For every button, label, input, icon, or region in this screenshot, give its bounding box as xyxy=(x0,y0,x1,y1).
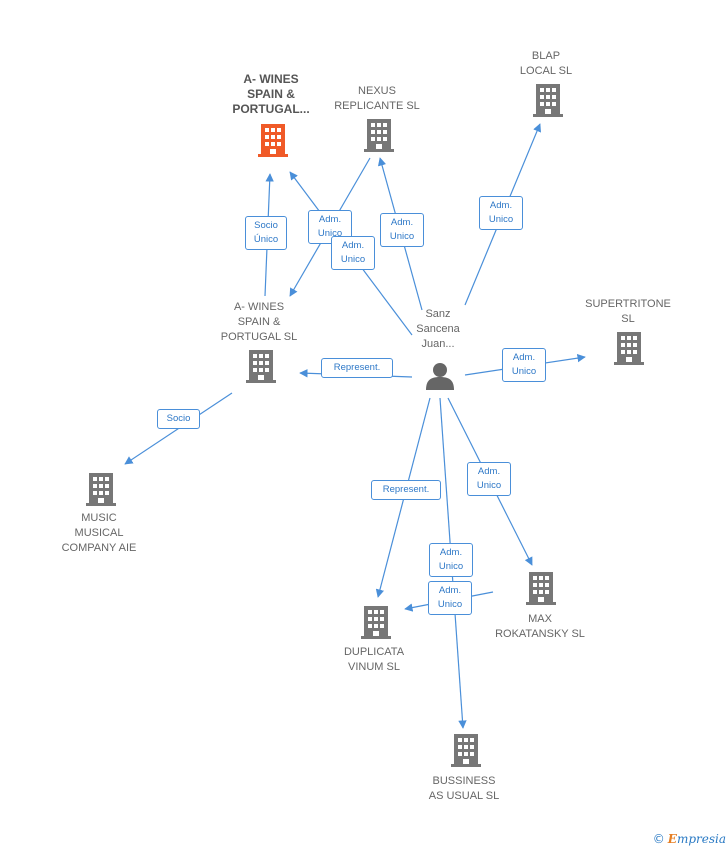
edge-label-socio-unico[interactable]: Socio Único xyxy=(245,216,287,250)
node-label-nexus[interactable]: NEXUS REPLICANTE SL xyxy=(334,85,420,112)
edge-label-adm-2[interactable]: Adm. Unico xyxy=(331,236,375,270)
building-icon-supertritone[interactable] xyxy=(614,332,644,365)
node-label-max[interactable]: MAX ROKATANSKY SL xyxy=(495,613,585,640)
edge-label-adm-supertritone[interactable]: Adm. Unico xyxy=(502,348,546,382)
node-label-bussiness[interactable]: BUSSINESS AS USUAL SL xyxy=(428,775,500,802)
building-icon-awines-sl[interactable] xyxy=(246,350,276,383)
building-icon-awines-main[interactable] xyxy=(258,124,288,157)
copyright-symbol: © xyxy=(652,832,665,846)
node-label-awines-main[interactable]: A- WINES SPAIN & PORTUGAL... xyxy=(232,72,310,116)
brand-name: mpresia xyxy=(676,832,726,846)
empresia-logo[interactable]: ©Empresia xyxy=(653,832,726,846)
edge-label-adm-nexus[interactable]: Adm. Unico xyxy=(380,213,424,247)
building-icon-nexus[interactable] xyxy=(364,119,394,152)
node-label-music[interactable]: MUSIC MUSICAL COMPANY AIE xyxy=(61,512,137,554)
building-icon-max[interactable] xyxy=(526,572,556,605)
edge-label-represent-duplicata[interactable]: Represent. xyxy=(371,480,441,500)
brand-initial: E xyxy=(667,832,677,846)
edge-label-adm-max[interactable]: Adm. Unico xyxy=(467,462,511,496)
building-icon-music[interactable] xyxy=(86,473,116,506)
node-label-blap[interactable]: BLAP LOCAL SL xyxy=(519,50,573,77)
node-label-person[interactable]: Sanz Sancena Juan... xyxy=(416,308,460,350)
node-label-supertritone[interactable]: SUPERTRITONE SL xyxy=(585,298,671,325)
edge-label-adm-bussiness[interactable]: Adm. Unico xyxy=(429,543,473,577)
node-label-duplicata[interactable]: DUPLICATA VINUM SL xyxy=(343,646,405,673)
edge-label-socio[interactable]: Socio xyxy=(157,409,200,429)
building-icon-blap[interactable] xyxy=(533,84,563,117)
edge-label-adm-blap[interactable]: Adm. Unico xyxy=(479,196,523,230)
building-icon-duplicata[interactable] xyxy=(361,606,391,639)
building-icon-bussiness[interactable] xyxy=(451,734,481,767)
person-icon[interactable] xyxy=(426,363,454,390)
edge-label-adm-duplicata[interactable]: Adm. Unico xyxy=(428,581,472,615)
node-label-awines-sl[interactable]: A- WINES SPAIN & PORTUGAL SL xyxy=(220,301,298,343)
edge-label-represent-awines[interactable]: Represent. xyxy=(321,358,393,378)
